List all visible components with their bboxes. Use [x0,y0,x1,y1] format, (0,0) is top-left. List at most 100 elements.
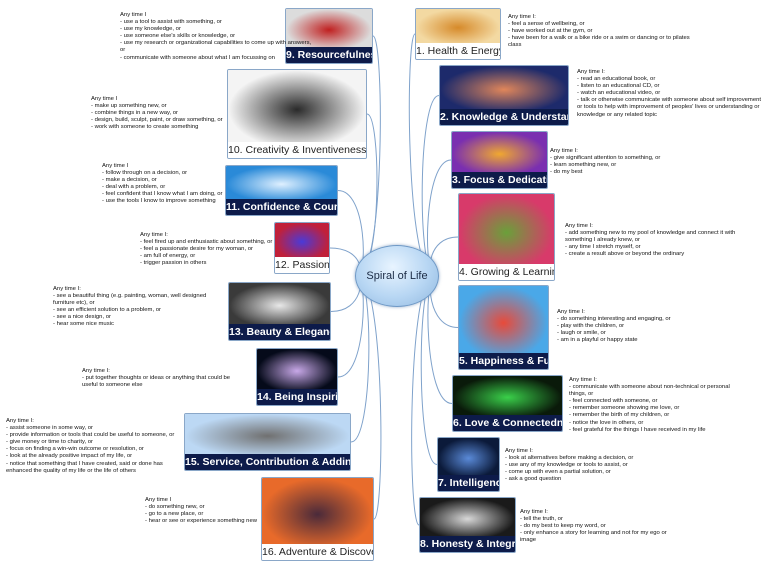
note-item: have worked out at the gym, or [508,28,698,35]
topic-title: 16. Adventure & Discovery [262,544,374,560]
topic-title: 1. Health & Energy [416,43,501,59]
topic-note-9: Any time Iuse a tool to assist with some… [120,12,315,62]
topic-node-11[interactable]: 11. Confidence & Courage [225,165,338,216]
note-item: use the tools I know to improve somethin… [102,198,227,205]
note-item: ask a good question [505,476,655,483]
topic-title: 15. Service, Contribution & Adding Value [185,454,351,470]
central-topic-label: Spiral of Life [366,270,428,282]
topic-note-15: Any time I:assist someone in some way, o… [6,418,184,475]
topic-node-4[interactable]: 4. Growing & Learning [458,193,555,281]
topic-title: 7. Intelligence [438,475,499,491]
note-item: laugh or smile, or [557,330,732,337]
note-heading: Any time I: [82,368,110,374]
topic-title: 6. Love & Connectedness [453,415,563,431]
topic-node-14[interactable]: 14. Being Inspiring [256,348,338,406]
topic-title: 3. Focus & Dedication [452,172,547,188]
topic-note-7: Any time I:look at alternatives before m… [505,448,655,483]
note-heading: Any time I: [569,377,597,383]
connector-line [421,95,440,276]
note-item: see an efficient solution to a problem, … [53,307,228,314]
topic-node-15[interactable]: 15. Service, Contribution & Adding Value [184,413,351,471]
topic-image [420,498,515,536]
note-item: watch an educational video, or [577,90,762,97]
topic-title: 5. Happiness & Fun [459,353,549,369]
note-item: add something new to my pool of knowledg… [565,230,740,244]
topic-note-4: Any time I:add something new to my pool … [565,223,740,258]
note-item: notice that something that I have create… [6,461,184,475]
topic-image [257,349,337,389]
connector-line [427,274,453,404]
note-item: remember the birth of my children, or [569,412,734,419]
topic-node-7[interactable]: 7. Intelligence [437,437,500,492]
topic-image [228,70,366,142]
note-item: tell the truth, or [520,516,675,523]
note-item: look at the already positive impact of m… [6,453,184,460]
note-item: feel connected with someone, or [569,398,734,405]
note-heading: Any time I: [520,509,548,515]
note-heading: Any time I [91,96,118,102]
topic-node-12[interactable]: 12. Passion [274,222,330,274]
topic-note-14: Any time I:put together thoughts or idea… [82,368,242,389]
topic-title: 4. Growing & Learning [459,264,555,280]
topic-node-10[interactable]: 10. Creativity & Inventiveness [227,69,367,159]
central-topic[interactable]: Spiral of Life [355,245,439,307]
note-item: use my research or organizational capabi… [120,40,315,54]
topic-image [440,66,568,109]
topic-node-3[interactable]: 3. Focus & Dedication [451,131,548,189]
note-item: read an educational book, or [577,76,762,83]
topic-image [438,438,499,475]
note-item: use my knowledge, or [120,26,315,33]
note-item: make up something new, or [91,103,226,110]
note-item: create a result above or beyond the ordi… [565,251,740,258]
note-item: learn something new, or [550,162,700,169]
note-heading: Any time I: [140,232,168,238]
topic-node-2[interactable]: 2. Knowledge & Understanding [439,65,569,126]
note-heading: Any time I: [577,69,605,75]
topic-title: 11. Confidence & Courage [226,199,338,215]
note-item: make a decision, or [102,177,227,184]
note-item: feel confident that I know what I am doi… [102,191,227,198]
note-heading: Any time I: [550,148,578,154]
topic-note-16: Any time Ido something new, orgo to a ne… [145,497,260,525]
note-item: notice the love in others, or [569,420,734,427]
topic-note-5: Any time I:do something interesting and … [557,309,732,344]
topic-node-8[interactable]: 8. Honesty & Integrity [419,497,516,553]
note-item: use someone else's skills or knowledge, … [120,33,315,40]
note-item: come up with even a partial solution, or [505,469,655,476]
topic-note-6: Any time I:communicate with someone abou… [569,377,734,434]
note-item: do my best [550,169,700,176]
topic-title: 13. Beauty & Elegance [229,324,331,340]
topic-image [453,376,562,415]
topic-note-10: Any time Imake up something new, orcombi… [91,96,226,131]
note-item: feel grateful for the things I have rece… [569,427,734,434]
connector-line [350,274,370,443]
note-item: provide information or tools that could … [6,432,184,439]
note-item: talk or otherwise communicate with someo… [577,97,762,118]
note-item: remember someone showing me love, or [569,405,734,412]
topic-node-6[interactable]: 6. Love & Connectedness [452,375,563,432]
note-item: do something new, or [145,504,260,511]
topic-image [226,166,337,199]
topic-node-13[interactable]: 13. Beauty & Elegance [228,282,331,341]
topic-node-16[interactable]: 16. Adventure & Discovery [261,477,374,561]
note-item: feel a sense of wellbeing, or [508,21,698,28]
note-item: follow through on a decision, or [102,170,227,177]
topic-node-5[interactable]: 5. Happiness & Fun [458,285,549,370]
note-item: only enhance a story for learning and no… [520,530,675,544]
topic-node-1[interactable]: 1. Health & Energy [415,8,501,60]
note-item: listen to an educational CD, or [577,83,762,90]
note-item: give significant attention to something,… [550,155,700,162]
note-heading: Any time I: [53,286,81,292]
note-item: hear some nice music [53,321,228,328]
topic-note-12: Any time I:feel fired up and enthusiasti… [140,232,275,267]
note-heading: Any time I: [565,223,593,229]
note-item: any time I stretch myself, or [565,244,740,251]
topic-note-1: Any time I:feel a sense of wellbeing, or… [508,14,698,49]
topic-title: 12. Passion [275,257,330,273]
note-item: hear or see or experience something new [145,518,260,525]
topic-title: 2. Knowledge & Understanding [440,109,568,125]
topic-note-2: Any time I:read an educational book, orl… [577,69,762,119]
note-item: am full of energy, or [140,253,275,260]
note-item: communicate with someone about what I am… [120,55,315,62]
